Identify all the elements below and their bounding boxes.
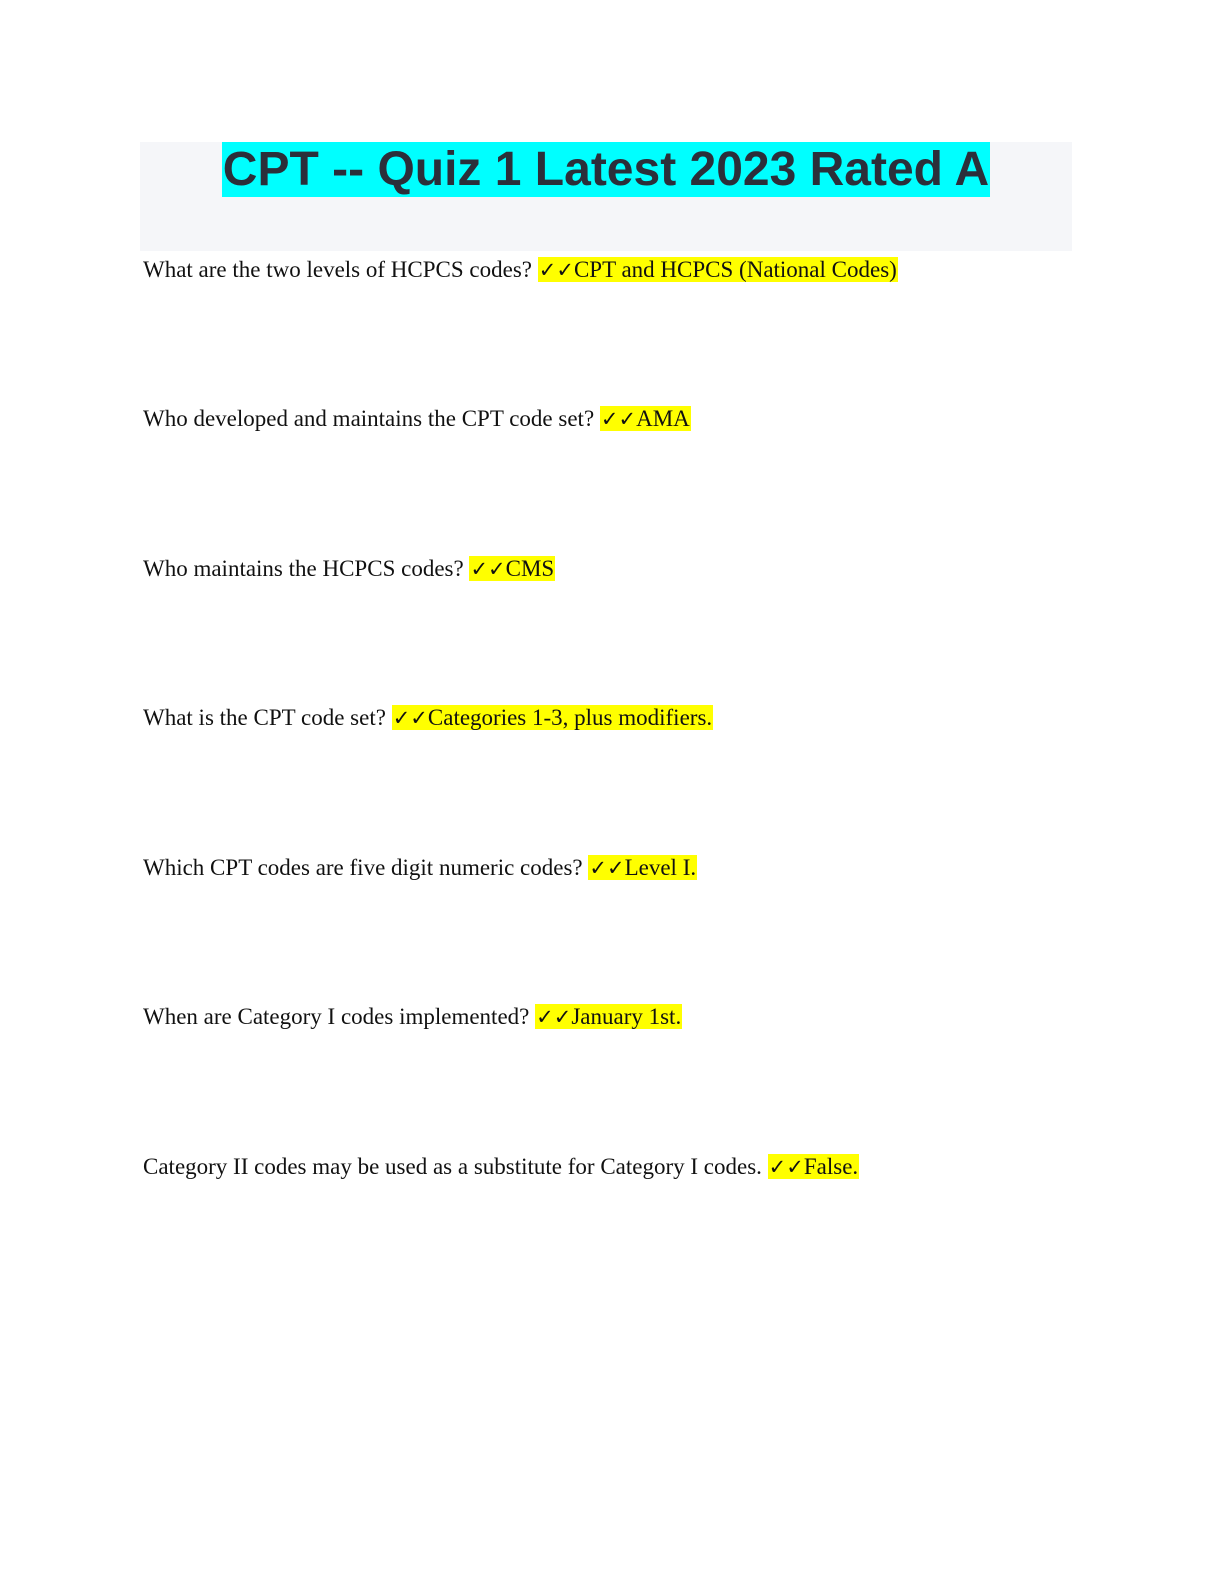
double-check-icon: ✓✓ [538,258,574,282]
question-text: Who maintains the HCPCS codes? [143,556,464,581]
answer-text: January 1st. [571,1004,682,1029]
answer-highlight: ✓✓January 1st. [535,1004,683,1029]
answer-text: Level I. [624,855,697,880]
double-check-icon: ✓✓ [536,1005,572,1029]
qa-item-7: Category II codes may be used as a subst… [143,1151,860,1183]
double-check-icon: ✓✓ [768,1155,804,1179]
question-text: Who developed and maintains the CPT code… [143,406,595,431]
question-text: Category II codes may be used as a subst… [143,1154,762,1179]
double-check-icon: ✓✓ [470,557,506,581]
qa-item-6: When are Category I codes implemented? ✓… [143,1001,683,1033]
answer-text: CMS [505,556,555,581]
answer-text: AMA [636,406,690,431]
qa-item-3: Who maintains the HCPCS codes? ✓✓CMS [143,553,556,585]
title-row: CPT -- Quiz 1 Latest 2023 Rated A [140,142,1072,197]
question-text: What is the CPT code set? [143,705,386,730]
page-title: CPT -- Quiz 1 Latest 2023 Rated A [221,142,991,197]
qa-item-4: What is the CPT code set? ✓✓Categories 1… [143,702,714,734]
answer-highlight: ✓✓Categories 1-3, plus modifiers. [391,705,714,730]
qa-item-5: Which CPT codes are five digit numeric c… [143,852,698,884]
answer-highlight: ✓✓CPT and HCPCS (National Codes) [537,257,898,282]
answer-text: Categories 1-3, plus modifiers. [427,705,713,730]
question-text: Which CPT codes are five digit numeric c… [143,855,583,880]
answer-highlight: ✓✓AMA [599,406,691,431]
answer-text: CPT and HCPCS (National Codes) [573,257,897,282]
answer-highlight: ✓✓CMS [469,556,556,581]
answer-highlight: ✓✓Level I. [588,855,698,880]
qa-item-1: What are the two levels of HCPCS codes? … [143,254,898,286]
answer-text: False. [803,1154,859,1179]
double-check-icon: ✓✓ [392,706,428,730]
double-check-icon: ✓✓ [600,407,637,431]
answer-highlight: ✓✓False. [767,1154,860,1179]
question-text: When are Category I codes implemented? [143,1004,530,1029]
double-check-icon: ✓✓ [589,856,625,880]
question-text: What are the two levels of HCPCS codes? [143,257,532,282]
qa-item-2: Who developed and maintains the CPT code… [143,403,691,435]
